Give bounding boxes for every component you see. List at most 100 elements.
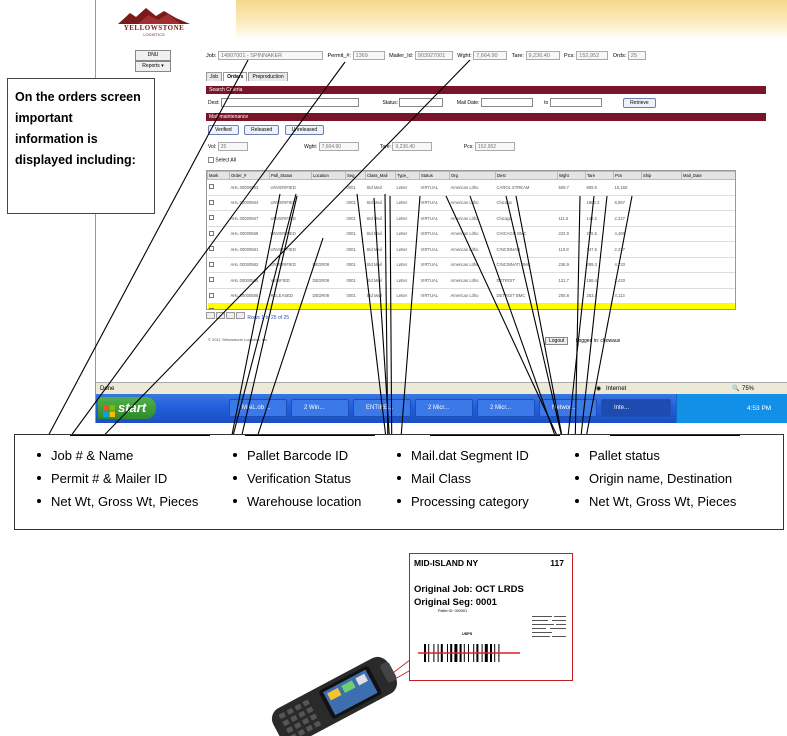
- table-cell: [311, 226, 346, 242]
- table-cell: American Litho: [449, 226, 496, 242]
- last-page-button[interactable]: [236, 312, 245, 319]
- logout-area: Logout Logged in: chowaus: [545, 337, 620, 345]
- row-checkbox-cell[interactable]: [207, 303, 230, 309]
- task-mailob[interactable]: MAiL.ob ...: [229, 399, 287, 417]
- label-carrier: USPS: [462, 632, 473, 636]
- select-all-checkbox[interactable]: [208, 157, 214, 163]
- row-checkbox[interactable]: [208, 230, 214, 236]
- label-pallet-id: Pallet ID: 000001: [438, 609, 468, 613]
- mailer-field[interactable]: 903927001: [414, 51, 453, 61]
- released-button[interactable]: Released: [244, 125, 280, 135]
- task-internet-explorer[interactable]: Inte...: [601, 399, 671, 417]
- tab-orders[interactable]: Orders: [223, 72, 248, 81]
- grid-col-status[interactable]: Status: [419, 171, 450, 180]
- pcs-field[interactable]: 152,952: [576, 51, 609, 61]
- row-checkbox-cell[interactable]: [207, 195, 230, 211]
- prev-page-button[interactable]: [216, 312, 225, 319]
- task-networ[interactable]: Networ...: [539, 399, 597, 417]
- first-page-button[interactable]: [206, 312, 215, 319]
- row-checkbox[interactable]: [208, 184, 214, 190]
- grid-col-ship[interactable]: Ship: [641, 171, 682, 180]
- row-checkbox-cell[interactable]: [207, 226, 230, 242]
- grid-col-class-mail[interactable]: Class_Mail: [365, 171, 396, 180]
- grid-col-seg[interactable]: Seg: [345, 171, 366, 180]
- row-checkbox[interactable]: [208, 308, 214, 309]
- select-all-row[interactable]: Select All: [208, 157, 236, 163]
- row-checkbox[interactable]: [208, 246, 214, 252]
- grid-col-wght[interactable]: Wght: [557, 171, 586, 180]
- table-row[interactable]: AHL 00000598RELEASEDDEDR080001Std MailLe…: [207, 303, 735, 309]
- row-checkbox-cell[interactable]: [207, 210, 230, 227]
- verified-button[interactable]: Verified: [208, 125, 239, 135]
- row-checkbox[interactable]: [208, 199, 214, 205]
- table-cell: 0001: [345, 257, 366, 273]
- row-checkbox-cell[interactable]: [207, 288, 230, 304]
- mail-date-from[interactable]: [480, 98, 533, 108]
- legend-box: Job # & Name Permit # & Mailer ID Net Wt…: [14, 434, 784, 530]
- dest-select[interactable]: [221, 98, 360, 108]
- mail-date-to[interactable]: [549, 98, 602, 108]
- yellowstone-logo: YELLOWSTONE LOGISTICS: [118, 6, 190, 40]
- task-micr-2[interactable]: 2 Micr...: [477, 399, 535, 417]
- grid-col-org[interactable]: Org: [449, 171, 496, 180]
- start-button[interactable]: start: [98, 397, 156, 419]
- search-criteria-header: Search Criteria: [206, 86, 766, 94]
- zoom-level[interactable]: 75%: [742, 386, 755, 392]
- row-checkbox[interactable]: [208, 277, 214, 283]
- row-checkbox[interactable]: [208, 292, 214, 298]
- grid-col-dest[interactable]: Dest: [495, 171, 558, 180]
- row-checkbox-cell[interactable]: [207, 241, 230, 258]
- grid-col-order[interactable]: Order_#: [229, 171, 270, 180]
- retrieve-button[interactable]: Retrieve: [623, 98, 656, 108]
- table-cell: 147.6: [585, 241, 614, 258]
- wght-field[interactable]: 7,664.90: [473, 51, 508, 61]
- ords-field[interactable]: 25: [627, 51, 646, 61]
- job-field[interactable]: 14907001 - SPINNAKER: [217, 51, 323, 61]
- grid-col-tare[interactable]: Tare: [585, 171, 614, 180]
- task-micr-1[interactable]: 2 Micr...: [415, 399, 473, 417]
- permit-field[interactable]: 1369: [352, 51, 385, 61]
- status-select[interactable]: [399, 98, 444, 108]
- grid-col-mail-date[interactable]: Mail_Date: [681, 171, 735, 180]
- row-checkbox[interactable]: [208, 261, 214, 267]
- unreleased-button[interactable]: Unreleased: [284, 125, 325, 135]
- table-cell: Std Mail: [365, 179, 396, 196]
- task-win[interactable]: 2 Win...: [291, 399, 349, 417]
- table-cell: DEDR08: [311, 288, 346, 304]
- table-cell: 809.5: [585, 179, 614, 196]
- table-cell: DEDR08: [311, 272, 346, 289]
- reports-button[interactable]: Reports ▾: [135, 61, 171, 72]
- row-checkbox-cell[interactable]: [207, 179, 230, 196]
- copyright: © 2011 Yellowstone Logistics, Inc.: [208, 337, 269, 342]
- table-cell: [681, 288, 735, 304]
- grid-col-mark[interactable]: Mark: [207, 171, 230, 180]
- table-cell: [681, 195, 735, 211]
- logo-name: YELLOWSTONE: [123, 24, 185, 32]
- task-entire[interactable]: ENTIRE...: [353, 399, 411, 417]
- grid-col-type[interactable]: Type_: [395, 171, 420, 180]
- logout-button[interactable]: Logout: [545, 337, 569, 345]
- grid-col-pcs[interactable]: Pcs: [613, 171, 642, 180]
- grid-col-location[interactable]: Location: [311, 171, 346, 180]
- grid-pager: Rows 1 to 25 of 25: [206, 312, 289, 321]
- table-cell: Std Mail: [365, 288, 396, 304]
- row-checkbox-cell[interactable]: [207, 272, 230, 289]
- tare-field[interactable]: 9,236.40: [525, 51, 560, 61]
- tab-job[interactable]: Job: [206, 72, 223, 81]
- row-checkbox[interactable]: [208, 215, 214, 221]
- dnu-button[interactable]: DNU: [135, 50, 171, 61]
- next-page-button[interactable]: [226, 312, 235, 319]
- header-sunrise-graphic: [236, 0, 787, 40]
- row-checkbox-cell[interactable]: [207, 257, 230, 273]
- tab-preproduction[interactable]: Preproduction: [248, 72, 288, 81]
- table-cell: 158.4: [585, 272, 614, 289]
- grid-col-pall-status[interactable]: Pall_Status: [269, 171, 312, 180]
